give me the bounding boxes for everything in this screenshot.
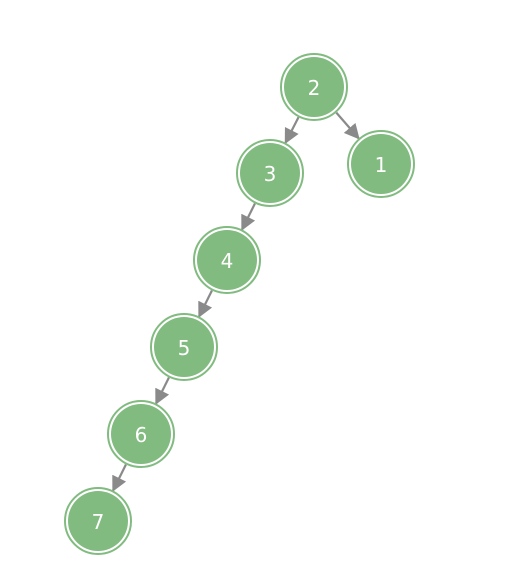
node-circle [197, 230, 257, 290]
node-ring [64, 487, 132, 555]
node-ring [107, 400, 175, 468]
tree-node-4: 4 [193, 226, 261, 294]
edge-5-to-6 [155, 376, 170, 405]
tree-node-7: 7 [64, 487, 132, 555]
edge-2-to-3 [284, 116, 300, 145]
node-ring [280, 53, 348, 121]
tree-node-1: 1 [347, 130, 415, 198]
node-label: 3 [264, 162, 277, 186]
node-circle [240, 143, 300, 203]
node-circle [154, 317, 214, 377]
node-ring [193, 226, 261, 294]
nodes-layer: 2 3 1 4 5 6 7 [64, 53, 415, 555]
edge-4-to-5 [198, 289, 213, 318]
tree-node-6: 6 [107, 400, 175, 468]
node-label: 1 [375, 153, 388, 177]
tree-node-5: 5 [150, 313, 218, 381]
node-circle [351, 134, 411, 194]
edges-layer [112, 111, 360, 492]
node-label: 5 [178, 336, 191, 360]
node-circle [68, 491, 128, 551]
edge-2-to-1 [335, 111, 360, 140]
node-label: 6 [135, 423, 148, 447]
node-label: 4 [221, 249, 234, 273]
node-ring [236, 139, 304, 207]
node-label: 2 [308, 76, 321, 100]
edge-6-to-7 [112, 463, 127, 492]
node-circle [111, 404, 171, 464]
node-ring [150, 313, 218, 381]
edge-3-to-4 [241, 202, 256, 231]
tree-node-3: 3 [236, 139, 304, 207]
node-ring [347, 130, 415, 198]
node-label: 7 [92, 510, 105, 534]
tree-node-2: 2 [280, 53, 348, 121]
node-circle [284, 57, 344, 117]
